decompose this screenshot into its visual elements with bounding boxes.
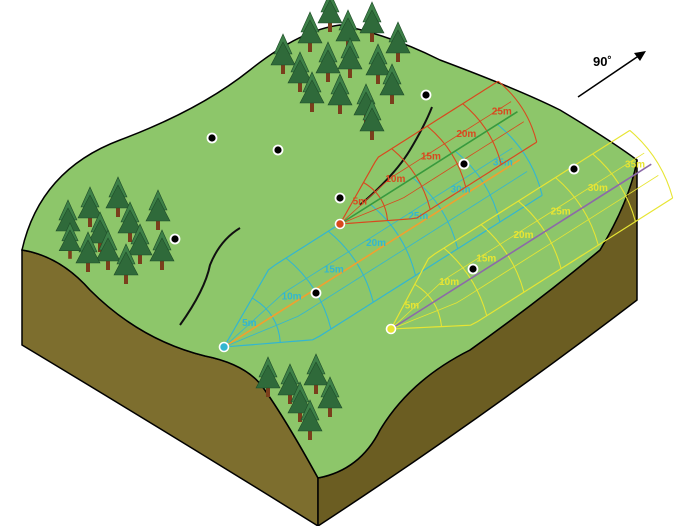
trees-layer <box>55 0 411 440</box>
transect-yellow-edge-right <box>390 197 673 330</box>
tree-icon <box>379 63 405 104</box>
transect-yellow-guide-0 <box>390 152 645 330</box>
tree-icon <box>270 33 296 74</box>
tree-icon <box>149 229 175 270</box>
arrow-head-icon <box>634 51 646 61</box>
tree-icon <box>297 11 323 52</box>
transect-yellow-label-5: 25m <box>551 206 571 217</box>
tree-icon <box>113 243 139 284</box>
transect-cyan-guide-1 <box>223 171 528 348</box>
transect-yellow-guide-1 <box>390 175 659 330</box>
tree-icon <box>75 231 101 272</box>
sample-point <box>272 144 284 156</box>
transects-layer: 5m 10m 15m 20m 25m 30m 35m 5m 10m 15m 20m 25m 5m 10m 1… <box>218 80 674 353</box>
sample-point <box>169 233 181 245</box>
tree-icon <box>299 71 325 112</box>
sample-point <box>206 132 218 144</box>
transect-yellow-label-1: 5m <box>405 301 420 312</box>
transect-cyan-label-4: 20m <box>366 238 386 249</box>
transect-cyan-center-line <box>223 159 521 348</box>
tree-icon <box>317 376 343 417</box>
transect-yellow-label-2: 10m <box>439 277 459 288</box>
tree-icon <box>95 229 121 270</box>
transect-cyan-label-3: 15m <box>324 265 344 276</box>
tree-icon <box>127 223 153 264</box>
transect-cyan-label-1: 5m <box>242 318 257 329</box>
tree-icon <box>287 381 313 422</box>
sample-point <box>334 192 346 204</box>
tree-icon <box>297 399 323 440</box>
transect-yellow-center-line <box>390 163 652 330</box>
transect-red-label-1: 5m <box>353 196 368 207</box>
tree-icon <box>359 1 385 42</box>
tree-icon <box>317 0 343 32</box>
tree-icon <box>277 363 303 404</box>
transect-yellow-label-3: 15m <box>476 254 496 265</box>
tree-icon <box>315 41 341 82</box>
sample-point <box>310 287 322 299</box>
sample-point <box>568 163 580 175</box>
tree-icon <box>105 176 131 217</box>
tree-icon <box>77 186 103 227</box>
transect-yellow: 5m 10m 15m 20m 25m 30m 35m <box>385 129 674 335</box>
transect-red-arc-5 <box>497 80 538 143</box>
transect-red-origin-marker <box>334 218 346 230</box>
transect-cyan-edge-right <box>223 194 543 348</box>
stream-left <box>179 227 241 326</box>
tree-icon <box>58 222 82 259</box>
transect-red-edge-left <box>339 80 499 225</box>
sample-points-layer <box>169 89 580 299</box>
tree-icon <box>359 99 385 140</box>
direction-label: 90˚ <box>593 54 612 69</box>
transect-red-label-3: 15m <box>421 151 441 162</box>
tree-icon <box>287 51 313 92</box>
tree-icon <box>145 189 171 230</box>
transect-yellow-origin-marker <box>385 323 397 335</box>
tree-icon <box>303 353 329 394</box>
transect-yellow-edge-left <box>390 129 631 330</box>
transect-red-label-5: 25m <box>492 106 512 117</box>
transect-cyan-label-2: 10m <box>282 291 302 302</box>
transect-yellow-label-4: 20m <box>513 230 533 241</box>
direction-indicator: 90˚ <box>577 51 646 98</box>
transect-red: 5m 10m 15m 20m 25m <box>334 80 538 230</box>
transect-cyan-origin-marker <box>218 341 230 353</box>
transect-yellow-arc-7 <box>629 130 674 199</box>
sample-point <box>458 158 470 170</box>
tree-icon <box>117 201 143 242</box>
grass-surface <box>21 24 638 479</box>
transect-red-guide-0 <box>339 101 512 225</box>
stream-top <box>359 106 433 206</box>
tree-icon <box>327 73 353 114</box>
transect-yellow-label-6: 30m <box>588 183 608 194</box>
transect-red-label-4: 20m <box>456 129 476 140</box>
transect-red-center-line <box>339 110 518 225</box>
transect-red-label-2: 10m <box>385 174 405 185</box>
sample-point <box>467 263 479 275</box>
transect-red-guide-1 <box>339 121 525 225</box>
transect-red-edge-right <box>339 141 538 225</box>
tree-icon <box>385 21 411 62</box>
tree-icon <box>337 37 363 78</box>
sample-point <box>420 89 432 101</box>
direction-arrow-line <box>577 54 641 98</box>
tree-icon <box>365 43 391 84</box>
tree-icon <box>255 356 281 397</box>
transect-yellow-label-7: 35m <box>625 159 645 170</box>
